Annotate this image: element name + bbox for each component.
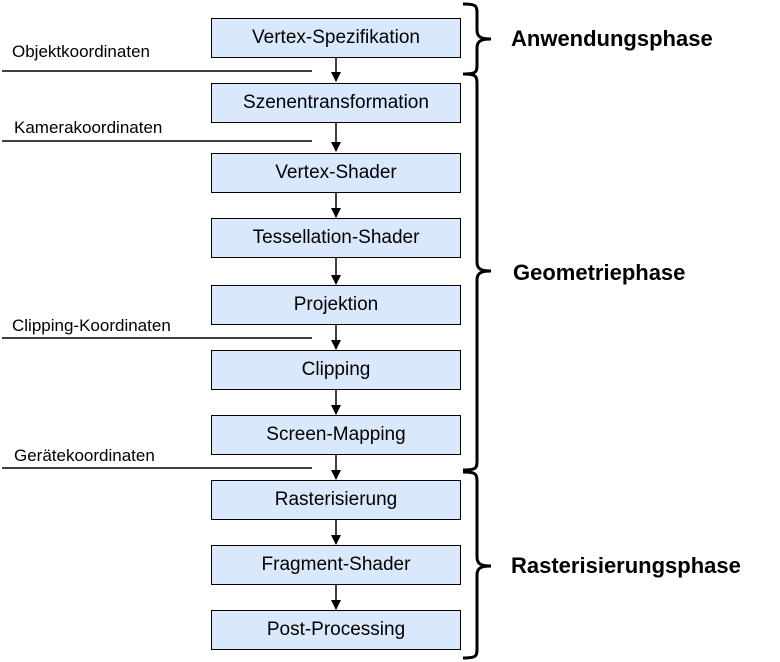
stage-rasterisierung: Rasterisierung — [211, 480, 461, 520]
coord-label-kamera: Kamerakoordinaten — [14, 118, 163, 137]
brace-rasterisierungsphase — [462, 470, 492, 660]
phase-label-rasterisierungsphase: Rasterisierungsphase — [511, 553, 741, 578]
coord-label-geraete: Gerätekoordinaten — [14, 446, 155, 465]
coord-label-clipping: Clipping-Koordinaten — [12, 316, 171, 335]
stage-fragment-shader: Fragment-Shader — [211, 545, 461, 585]
stage-vertex-spezifikation: Vertex-Spezifikation — [211, 18, 461, 58]
stage-screen-mapping: Screen-Mapping — [211, 415, 461, 455]
phase-label-anwendungsphase: Anwendungsphase — [511, 26, 713, 51]
coord-label-objekt: Objektkoordinaten — [12, 42, 150, 61]
brace-anwendungsphase — [462, 2, 492, 76]
stage-post-processing: Post-Processing — [211, 610, 461, 650]
stage-szenentransformation: Szenentransformation — [211, 83, 461, 123]
stage-clipping: Clipping — [211, 350, 461, 390]
brace-geometriephase — [462, 72, 492, 472]
phase-label-geometriephase: Geometriephase — [513, 260, 686, 285]
stage-tessellation-shader: Tessellation-Shader — [211, 218, 461, 258]
stage-projektion: Projektion — [211, 285, 461, 325]
stage-vertex-shader: Vertex-Shader — [211, 153, 461, 193]
